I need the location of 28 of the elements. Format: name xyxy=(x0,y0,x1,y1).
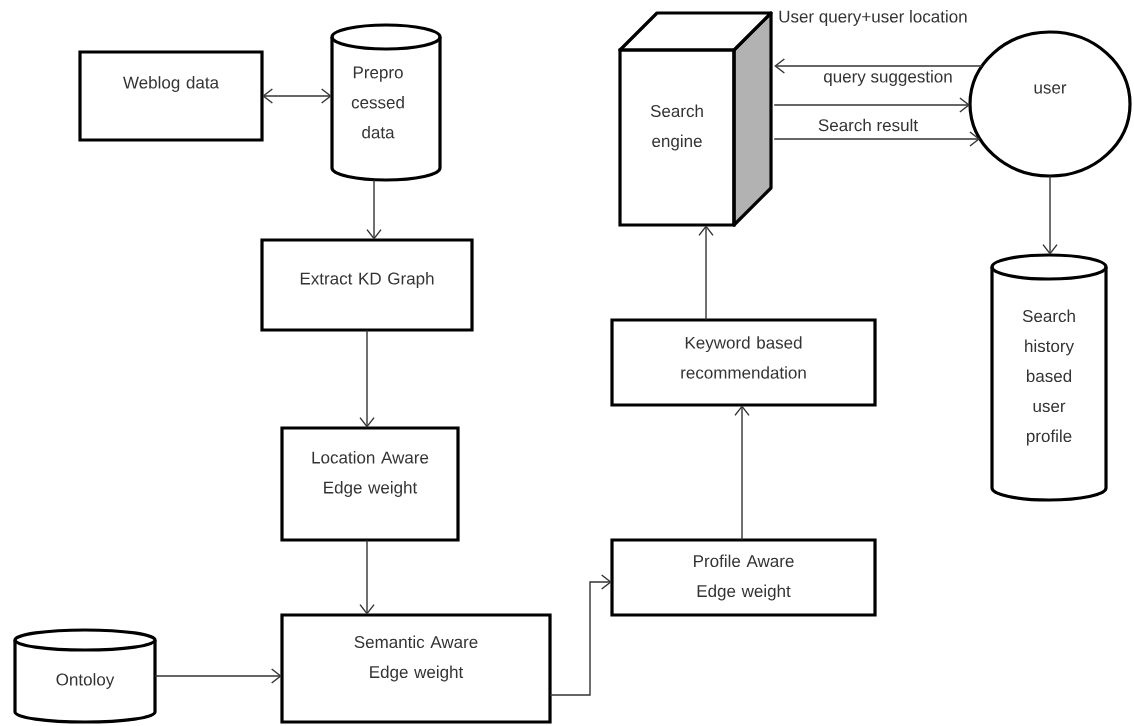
database-cylinder: Prepro cessed data xyxy=(330,23,442,182)
process-box: Semantic Aware Edge weight xyxy=(280,613,552,724)
node-label: Prepro cessed data xyxy=(351,66,404,139)
process-box: Keyword based recommendation xyxy=(610,318,877,407)
arrow xyxy=(773,97,971,113)
arrow xyxy=(1042,175,1058,255)
process-box: Extract KD Graph xyxy=(260,238,474,332)
edge-label: query suggestion xyxy=(822,69,954,87)
arrow xyxy=(734,405,750,541)
database-cylinder: Ontoloy xyxy=(13,628,157,724)
arrow xyxy=(698,225,714,321)
arrow xyxy=(773,131,981,147)
arrow xyxy=(549,574,612,696)
node-label: Search history based user profile xyxy=(1022,309,1075,446)
process-box: Location Aware Edge weight xyxy=(280,426,460,542)
process-box: Weblog data xyxy=(78,50,264,142)
arrow xyxy=(359,329,375,428)
note-label: User query+user location xyxy=(779,10,967,26)
arrow xyxy=(366,179,382,240)
server-cube: Search engine xyxy=(618,11,773,227)
edge-label: Search result xyxy=(816,117,920,133)
arrow xyxy=(262,88,332,104)
process-box: Profile Aware Edge weight xyxy=(610,538,877,617)
arrow xyxy=(359,539,375,615)
arrow xyxy=(774,58,983,74)
node-label: Ontoloy xyxy=(56,673,115,689)
database-cylinder: Search history based user profile xyxy=(990,253,1108,502)
arrow xyxy=(154,668,282,684)
